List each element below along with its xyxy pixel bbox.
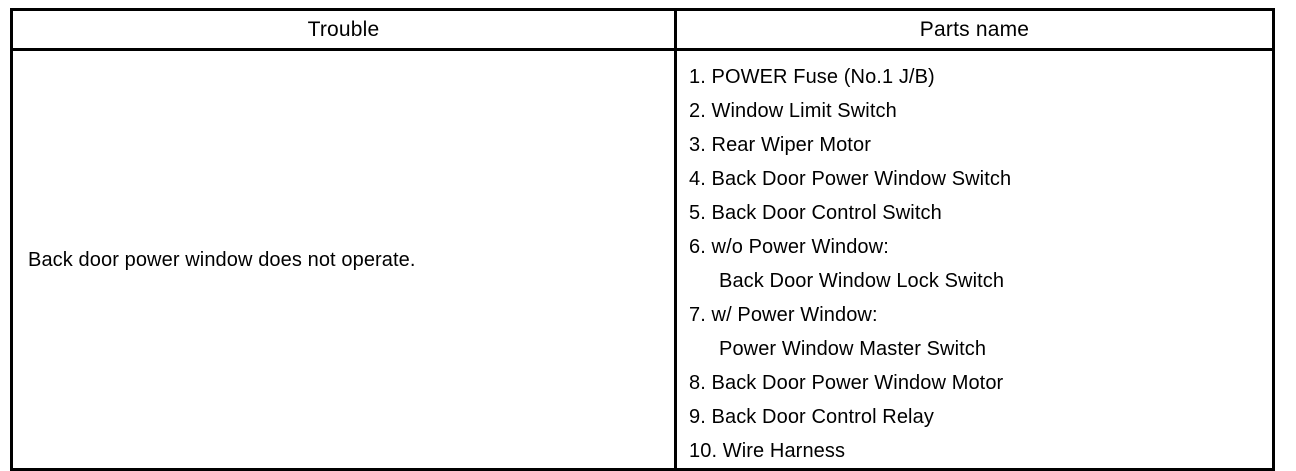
parts-list-item: 7. w/ Power Window: (689, 304, 878, 326)
column-header-parts-name: Parts name (674, 9, 1274, 51)
parts-list-item: 8. Back Door Power Window Motor (689, 372, 1004, 394)
parts-name-cell: 1. POWER Fuse (No.1 J/B) 2. Window Limit … (674, 49, 1274, 470)
parts-list-item: 1. POWER Fuse (No.1 J/B) (689, 66, 935, 88)
parts-list-item: 2. Window Limit Switch (689, 100, 897, 122)
parts-list-item: 6. w/o Power Window: (689, 236, 889, 258)
parts-list: 1. POWER Fuse (No.1 J/B) 2. Window Limit … (677, 51, 1272, 468)
parts-list-item: 5. Back Door Control Switch (689, 202, 942, 224)
trouble-description: Back door power window does not operate. (28, 248, 416, 271)
trouble-parts-table-container: Trouble Parts name Back door power windo… (10, 8, 1275, 471)
table-row: Back door power window does not operate.… (12, 49, 1274, 470)
parts-list-item: 4. Back Door Power Window Switch (689, 168, 1012, 190)
table-header-row: Trouble Parts name (11, 9, 1274, 51)
table-header: Trouble Parts name (11, 9, 1274, 51)
table-body: Back door power window does not operate.… (12, 49, 1274, 470)
parts-list-item: Back Door Window Lock Switch (719, 270, 1005, 292)
parts-list-item: 9. Back Door Control Relay (689, 406, 934, 428)
column-header-trouble: Trouble (11, 9, 676, 51)
trouble-parts-table: Trouble Parts name Back door power windo… (10, 8, 1275, 471)
parts-list-item: 3. Rear Wiper Motor (689, 134, 871, 156)
trouble-cell: Back door power window does not operate. (12, 50, 676, 470)
parts-list-item: 10. Wire Harness (689, 440, 846, 462)
parts-list-item: Power Window Master Switch (719, 338, 987, 360)
